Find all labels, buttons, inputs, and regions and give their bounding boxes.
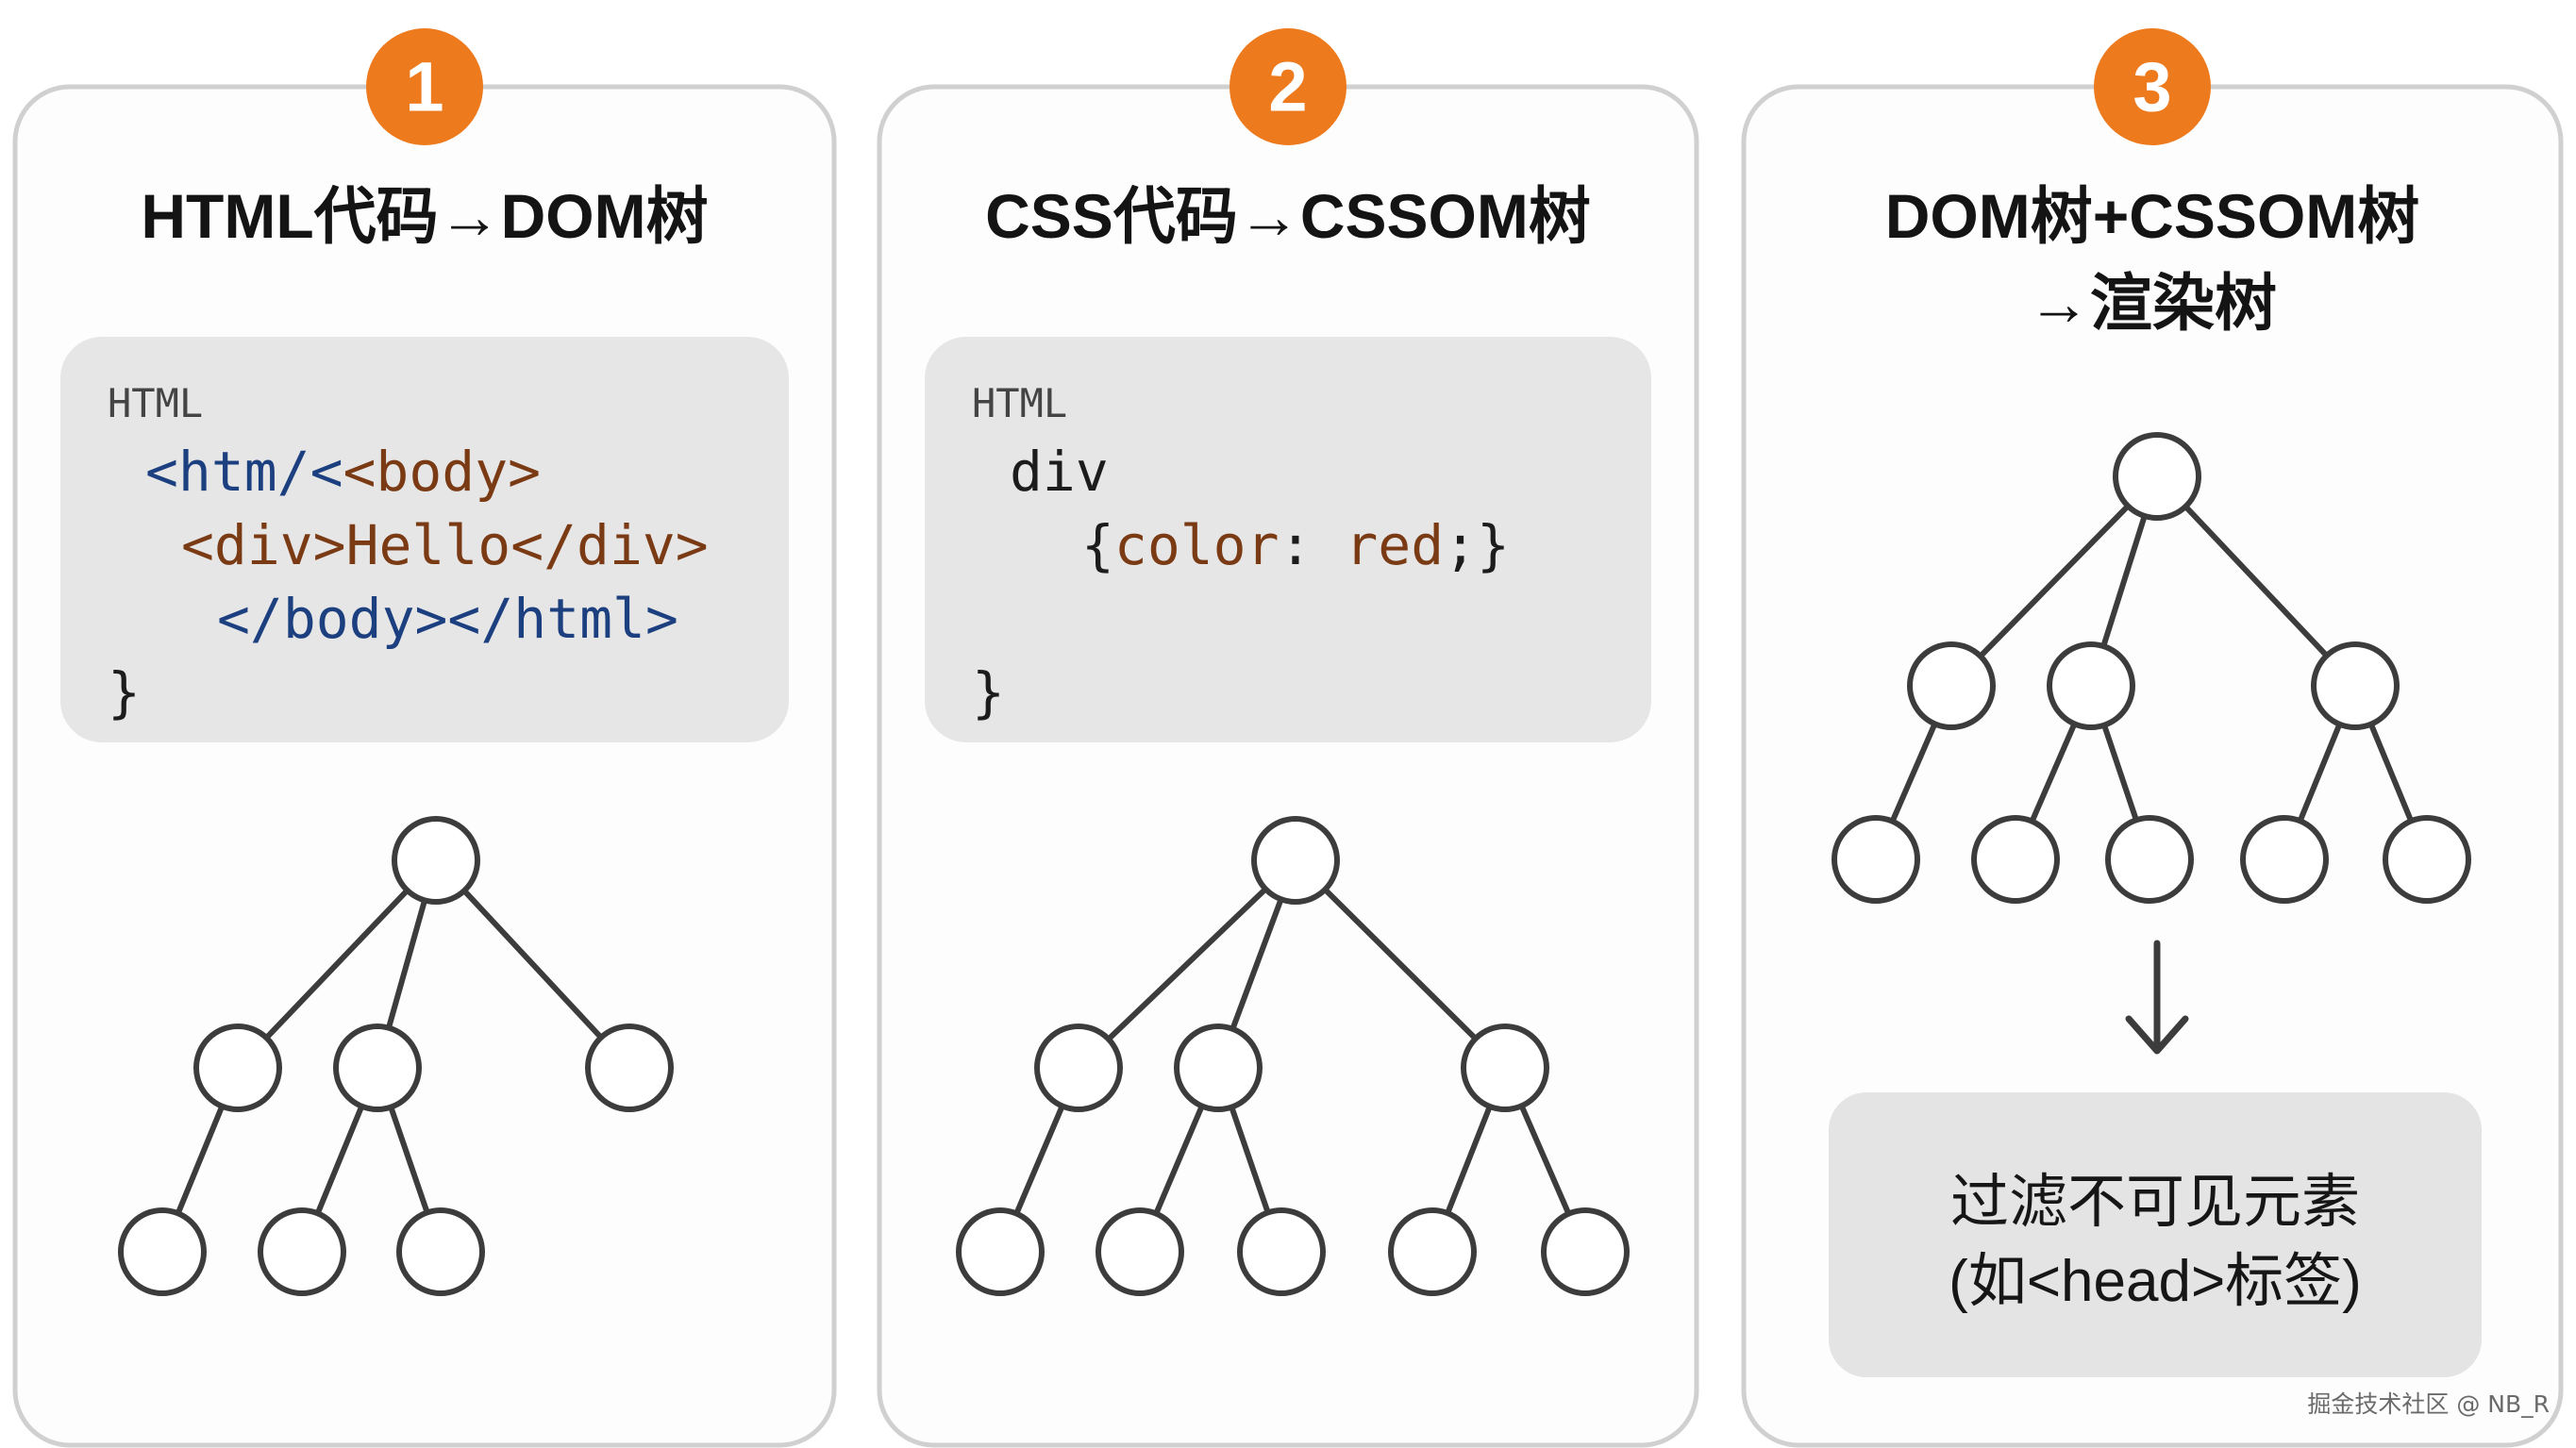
cssom-tree-edge — [1153, 1103, 1205, 1217]
code-token: </body></html> — [217, 587, 678, 651]
dom-tree-node — [585, 1024, 674, 1112]
dom-tree-node — [333, 1024, 422, 1112]
panel-title: DOM树+CSSOM树 — [1885, 181, 2420, 251]
panel-title: HTML代码→DOM树 — [141, 181, 708, 251]
render-tree-edge — [2297, 721, 2343, 824]
panel-title: CSS代码→CSSOM树 — [985, 181, 1591, 251]
code-token: <htm/< — [145, 440, 343, 504]
dom-tree-edge — [314, 1103, 365, 1217]
dom-tree-edge — [385, 897, 428, 1031]
dom-tree-edge — [263, 887, 410, 1041]
code-line: </body></html> — [217, 587, 678, 651]
render-tree-leaf-node — [2383, 815, 2471, 904]
render-tree-edge — [2100, 512, 2148, 650]
render-tree-node — [2047, 641, 2135, 730]
render-tree-edge — [2029, 721, 2078, 824]
cssom-tree-root-node — [1251, 816, 1340, 905]
cssom-tree-node — [1034, 1024, 1123, 1112]
cssom-tree-leaf-node — [1388, 1207, 1477, 1296]
note-text: 过滤不可见元素 — [1950, 1170, 2360, 1235]
code-token: red — [1345, 513, 1444, 577]
dom-tree-icon — [118, 816, 674, 1296]
step-badge — [2094, 28, 2211, 145]
code-token: color — [1114, 513, 1280, 577]
code-language-label: HTML — [108, 380, 203, 426]
cssom-tree-edge — [1518, 1103, 1572, 1217]
render-tree-edge — [2183, 503, 2330, 659]
code-token: <div>Hello</div> — [181, 513, 709, 577]
dom-tree-leaf-node — [258, 1207, 346, 1296]
arrow-head — [2125, 1015, 2189, 1055]
cssom-tree-leaf-node — [1541, 1207, 1630, 1296]
render-tree-icon — [1832, 432, 2471, 904]
cssom-tree-edge — [1322, 886, 1479, 1042]
cssom-tree-icon — [956, 816, 1630, 1296]
render-tree-node — [2311, 641, 2400, 730]
render-tree-node — [1907, 641, 1996, 730]
code-line: <div>Hello</div> — [181, 513, 709, 577]
step-number: 2 — [1268, 48, 1307, 126]
code-line: <htm/<<body> — [145, 440, 541, 504]
code-block — [925, 337, 1651, 742]
watermark: 掘金技术社区 @ NB_R — [2307, 1390, 2550, 1418]
code-language-label: HTML — [972, 380, 1067, 426]
render-tree-leaf-node — [2240, 815, 2329, 904]
code-token: } — [972, 660, 1005, 724]
cssom-tree-edge — [1105, 886, 1269, 1042]
render-tree-edge — [1889, 721, 1938, 824]
dom-tree-node — [193, 1024, 282, 1112]
cssom-tree-edge — [1013, 1103, 1065, 1217]
render-tree-edge — [2101, 722, 2139, 824]
step-badge — [1229, 28, 1347, 145]
step-number: 3 — [2133, 48, 2171, 126]
cssom-tree-edge — [1229, 896, 1284, 1032]
step-number: 1 — [405, 48, 443, 126]
code-token: } — [108, 660, 141, 724]
dom-tree-root-node — [392, 816, 480, 905]
cssom-tree-leaf-node — [1237, 1207, 1326, 1296]
code-token: : — [1280, 513, 1346, 577]
render-tree-leaf-node — [1971, 815, 2060, 904]
dom-tree-edge — [460, 888, 605, 1040]
cssom-tree-edge — [1229, 1104, 1271, 1216]
render-tree-leaf-node — [2105, 815, 2194, 904]
panel-title: →渲染树 — [2028, 268, 2277, 338]
code-token: <body> — [343, 440, 542, 504]
dom-tree-leaf-node — [118, 1207, 207, 1296]
code-line: } — [972, 660, 1005, 724]
note-box — [1829, 1092, 2482, 1377]
cssom-tree-edge — [1445, 1103, 1493, 1217]
code-block — [60, 337, 789, 742]
cssom-tree-node — [1174, 1024, 1263, 1112]
code-line: div — [1010, 440, 1109, 504]
code-line: {color: red;} — [1081, 513, 1510, 577]
step-badge — [366, 28, 483, 145]
cssom-tree-leaf-node — [1096, 1207, 1184, 1296]
cssom-tree-leaf-node — [956, 1207, 1045, 1296]
render-tree-edge — [2367, 721, 2415, 824]
code-token: { — [1081, 513, 1114, 577]
dom-tree-edge — [388, 1104, 430, 1216]
render-tree-leaf-node — [1832, 815, 1920, 904]
render-tree-root-node — [2113, 432, 2201, 521]
code-token: ;} — [1444, 513, 1510, 577]
dom-tree-edge — [175, 1103, 226, 1217]
dom-tree-leaf-node — [396, 1207, 485, 1296]
arrow-down-icon — [2125, 940, 2189, 1055]
code-token: div — [1010, 440, 1109, 504]
code-line: } — [108, 660, 141, 724]
cssom-tree-node — [1461, 1024, 1549, 1112]
render-tree-edge — [1977, 503, 2132, 659]
note-text: (如<head>标签) — [1949, 1249, 2362, 1314]
